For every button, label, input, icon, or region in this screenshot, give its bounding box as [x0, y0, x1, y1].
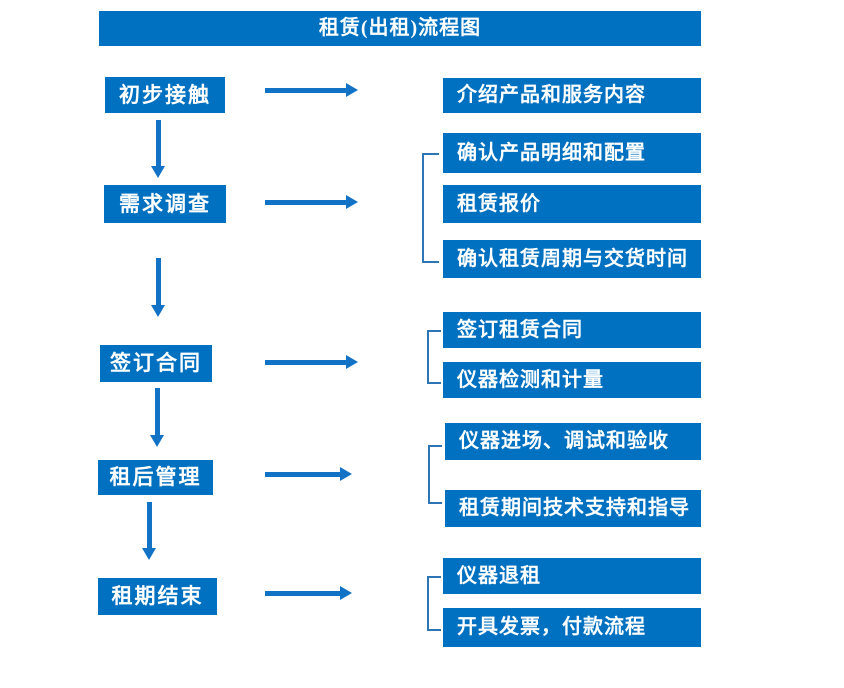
- step-box-post-rental-management: 租后管理: [98, 460, 213, 495]
- right-arrow-4-stem: [265, 472, 341, 477]
- output-box-confirm-rental-period: 确认租赁周期与交货时间: [443, 240, 701, 278]
- down-arrow-1-head: [151, 166, 165, 178]
- group-bracket-post-rental: [428, 445, 442, 504]
- down-arrow-4: [142, 502, 156, 560]
- output-box-instrument-arrival: 仪器进场、调试和验收: [445, 423, 701, 460]
- right-arrow-5-head: [340, 586, 352, 600]
- step-box-demand-survey: 需求调查: [104, 185, 226, 223]
- right-arrow-3: [265, 355, 358, 369]
- right-arrow-1-stem: [265, 88, 347, 93]
- output-box-technical-support: 租赁期间技术支持和指导: [445, 490, 701, 527]
- output-box-rental-quotation: 租赁报价: [443, 185, 701, 223]
- down-arrow-2: [151, 258, 165, 317]
- right-arrow-2: [265, 195, 358, 209]
- group-bracket-sign-contract: [427, 330, 441, 384]
- right-arrow-5-stem: [265, 591, 341, 596]
- right-arrow-4-head: [340, 467, 352, 481]
- right-arrow-1-head: [346, 83, 358, 97]
- down-arrow-1: [151, 120, 165, 178]
- down-arrow-2-head: [151, 305, 165, 317]
- right-arrow-3-head: [346, 355, 358, 369]
- step-box-rental-end: 租期结束: [98, 578, 217, 615]
- output-box-invoice-payment: 开具发票，付款流程: [443, 608, 701, 647]
- group-bracket-demand-survey: [422, 153, 439, 263]
- flowchart-title: 租赁(出租)流程图: [99, 11, 701, 46]
- output-box-instrument-return: 仪器退租: [443, 558, 701, 594]
- right-arrow-1: [265, 83, 358, 97]
- right-arrow-2-stem: [265, 200, 347, 205]
- down-arrow-1-stem: [156, 120, 161, 167]
- down-arrow-3-stem: [155, 388, 160, 436]
- step-box-sign-contract: 签订合同: [100, 345, 212, 382]
- right-arrow-4: [265, 467, 352, 481]
- down-arrow-3: [150, 388, 164, 447]
- output-box-sign-rental-contract: 签订租赁合同: [443, 312, 701, 348]
- right-arrow-3-stem: [265, 360, 347, 365]
- right-arrow-2-head: [346, 195, 358, 209]
- down-arrow-4-head: [142, 548, 156, 560]
- group-bracket-rental-end: [427, 576, 441, 631]
- output-box-instrument-testing: 仪器检测和计量: [443, 362, 701, 398]
- down-arrow-3-head: [150, 435, 164, 447]
- step-box-initial-contact: 初步接触: [105, 77, 225, 113]
- output-box-confirm-product-details: 确认产品明细和配置: [443, 133, 701, 173]
- down-arrow-2-stem: [156, 258, 161, 306]
- output-box-introduce-products: 介绍产品和服务内容: [443, 78, 701, 113]
- down-arrow-4-stem: [147, 502, 152, 549]
- right-arrow-5: [265, 586, 352, 600]
